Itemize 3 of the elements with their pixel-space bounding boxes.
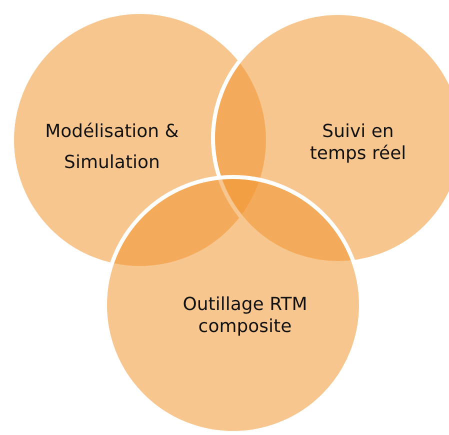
circle-label: Suivi en temps réel [308,120,408,166]
circle-label: Modélisation & Simulation [44,120,180,175]
circle-label: Outillage RTM composite [182,294,308,338]
